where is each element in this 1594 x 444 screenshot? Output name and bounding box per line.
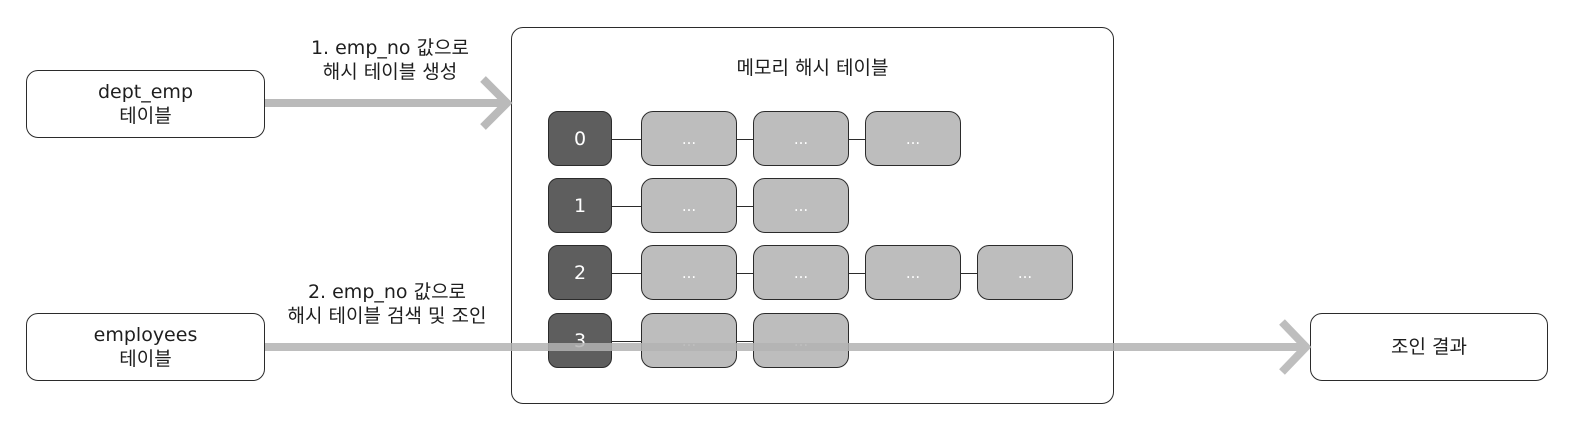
hash-entry: ...: [753, 313, 849, 368]
bucket-link: [612, 340, 641, 342]
hash-entry: ...: [641, 111, 737, 166]
bucket-link: [612, 138, 641, 140]
bucket-index-0: 0: [548, 111, 612, 166]
bucket-link: [737, 205, 753, 207]
employees-name: employees: [93, 324, 198, 346]
dept-emp-table-suffix: 테이블: [119, 105, 172, 127]
hash-table-title: 메모리 해시 테이블: [736, 57, 889, 79]
bucket-link: [849, 272, 865, 274]
employees-table-suffix: 테이블: [119, 348, 172, 370]
dept-emp-name: dept_emp: [97, 81, 194, 103]
bucket-link: [961, 272, 977, 274]
bucket-link: [849, 138, 865, 140]
bucket-link: [612, 205, 641, 207]
bucket-index-3: 3: [548, 313, 612, 368]
hash-entry: ...: [753, 178, 849, 233]
bucket-link: [737, 272, 753, 274]
employees-table-box: employees 테이블: [26, 313, 265, 381]
join-result-box: 조인 결과: [1310, 313, 1548, 381]
hash-entry: ...: [865, 111, 961, 166]
hash-entry: ...: [753, 111, 849, 166]
step-1-label: 1. emp_no 값으로 해시 테이블 생성: [310, 37, 470, 83]
step-2-label: 2. emp_no 값으로 해시 테이블 검색 및 조인: [287, 281, 487, 327]
bucket-link: [737, 340, 753, 342]
bucket-link: [612, 272, 641, 274]
bucket-link: [737, 138, 753, 140]
hash-entry: ...: [753, 245, 849, 300]
bucket-index-2: 2: [548, 245, 612, 300]
bucket-index-1: 1: [548, 178, 612, 233]
hash-entry: ...: [977, 245, 1073, 300]
hash-entry: ...: [865, 245, 961, 300]
hash-entry: ...: [641, 313, 737, 368]
hash-entry: ...: [641, 245, 737, 300]
join-result-label: 조인 결과: [1391, 336, 1467, 358]
hash-entry: ...: [641, 178, 737, 233]
dept-emp-table-box: dept_emp 테이블: [26, 70, 265, 138]
build-arrow: [265, 76, 513, 130]
